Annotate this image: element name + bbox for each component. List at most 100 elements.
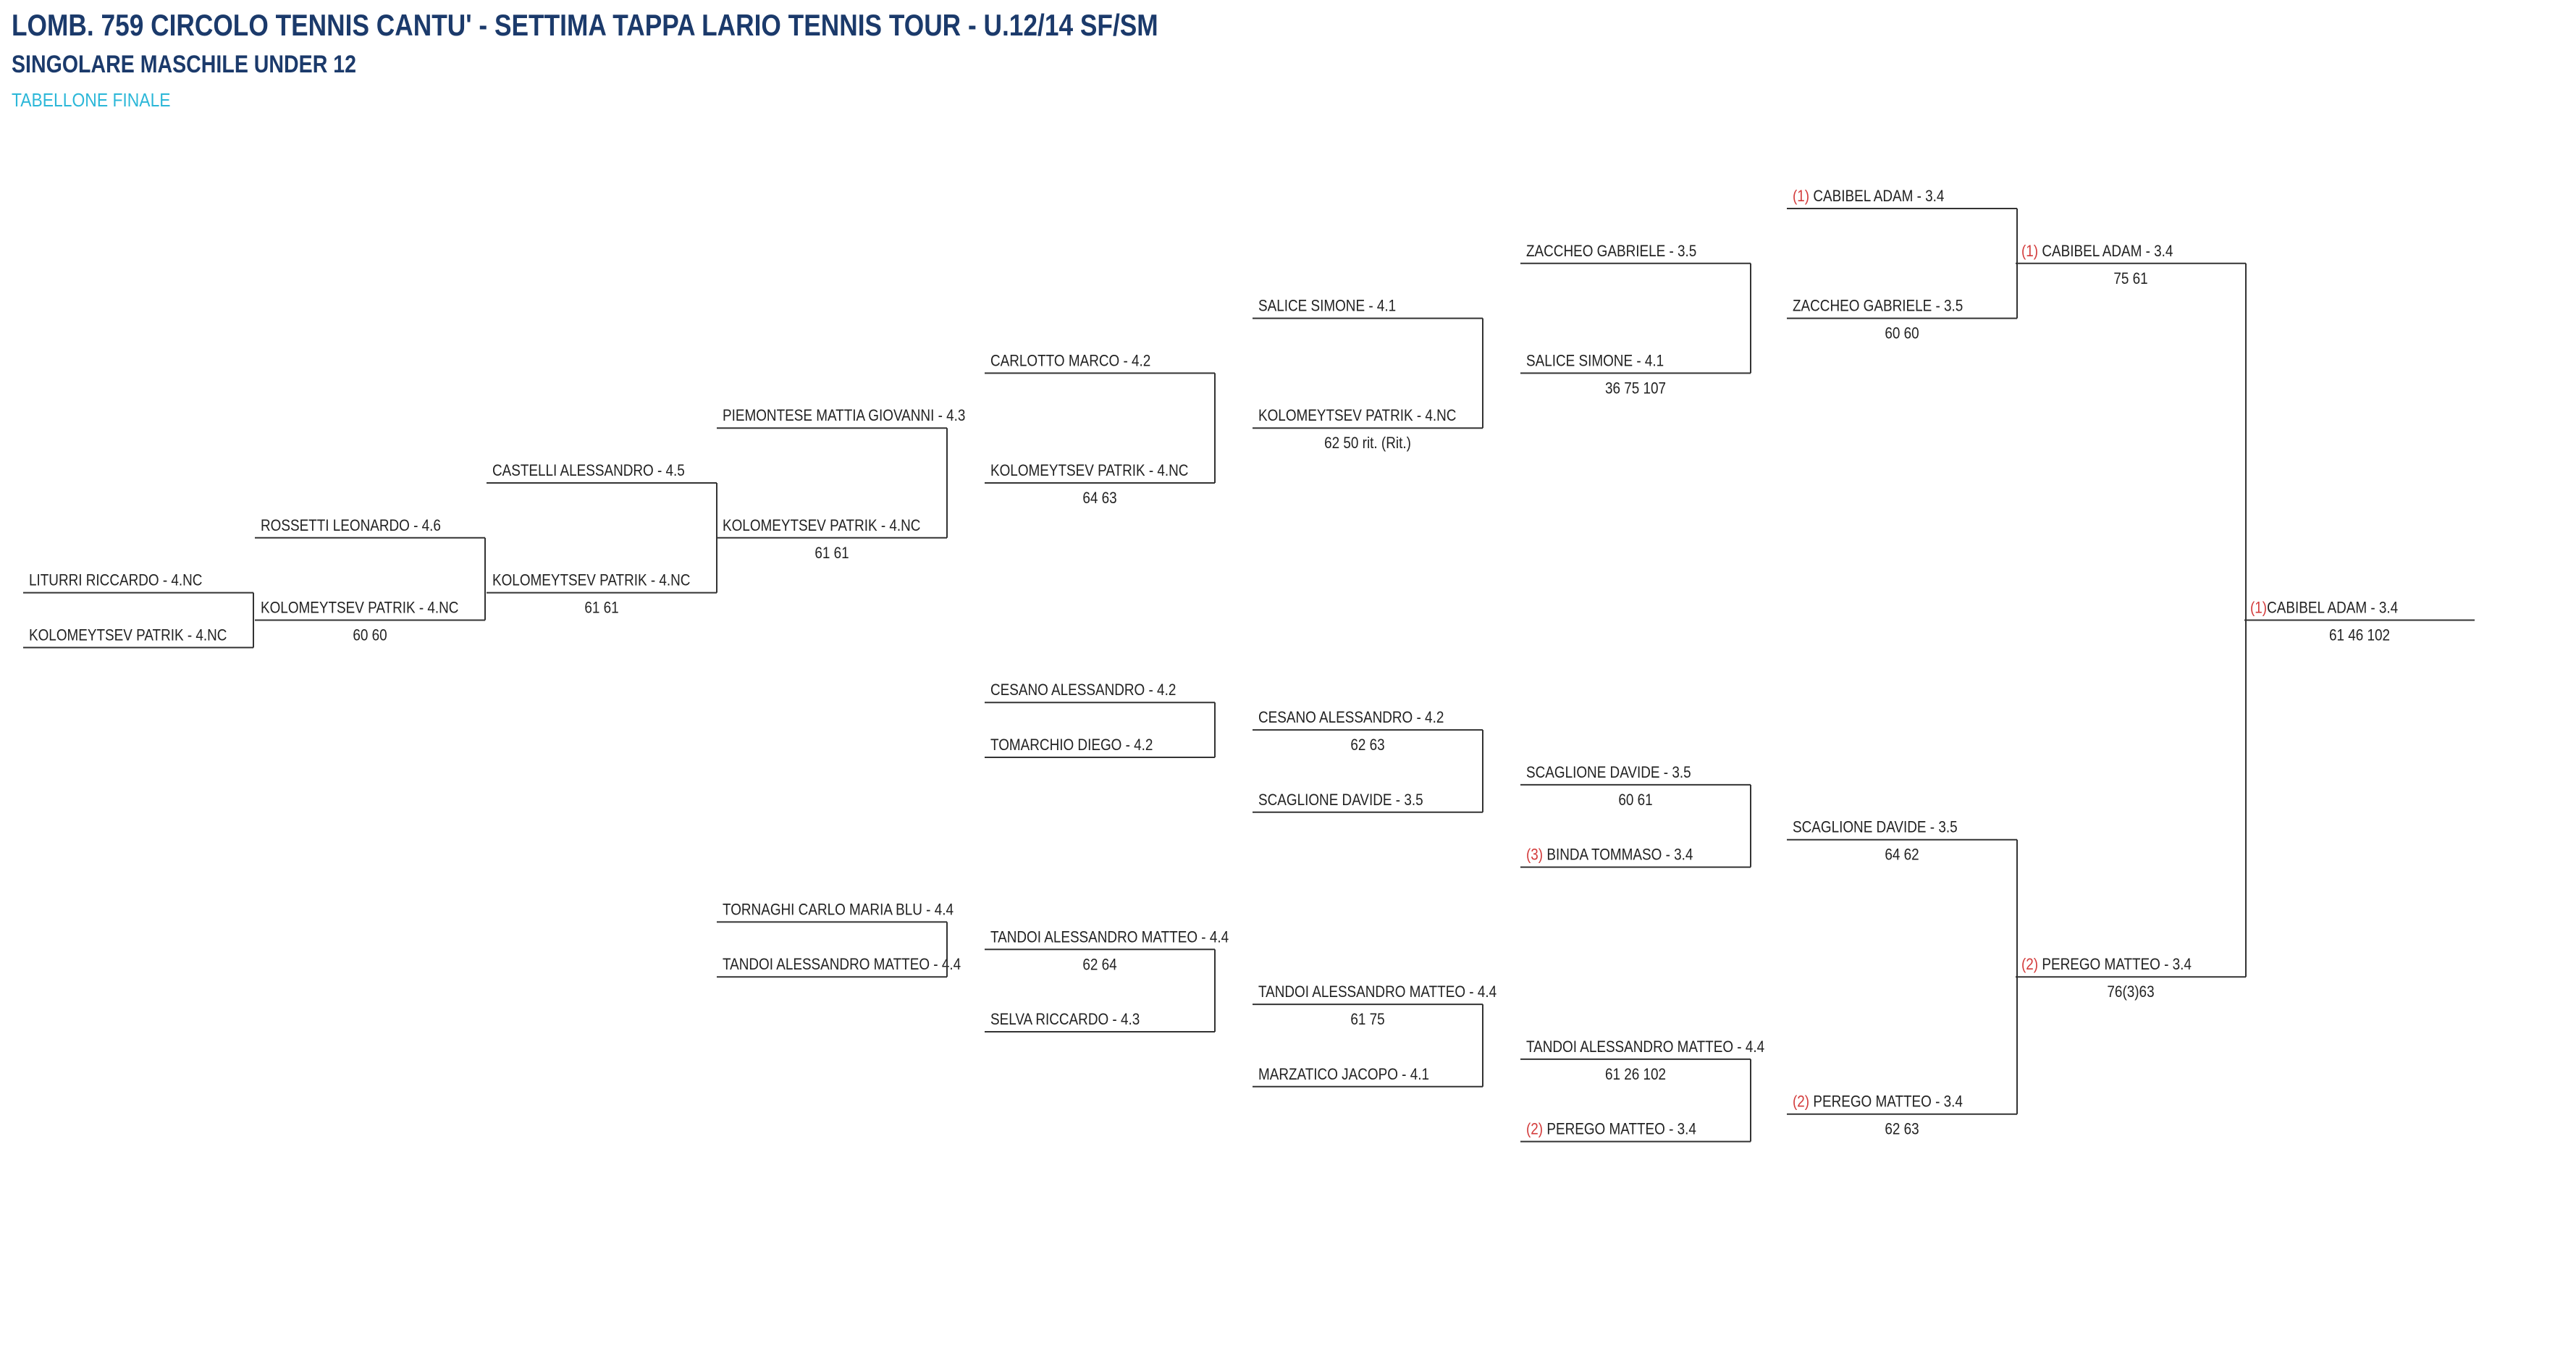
page-header: LOMB. 759 CIRCOLO TENNIS CANTU' - SETTIM… (12, 7, 1376, 112)
player-name: (1) CABIBEL ADAM - 3.4 (2021, 242, 2173, 260)
bracket-entry: ZACCHEO GABRIELE - 3.5 (1520, 242, 1751, 264)
bracket-entry: (2) PEREGO MATTEO - 3.4 (1520, 1120, 1751, 1143)
player-label: KOLOMEYTSEV PATRIK - 4.NC (492, 571, 691, 589)
svg-text:SELVA RICCARDO - 4.3: SELVA RICCARDO - 4.3 (990, 1011, 1140, 1029)
bracket-entry: MARZATICO JACOPO - 4.1 (1253, 1065, 1483, 1088)
svg-text:LITURRI RICCARDO - 4.NC: LITURRI RICCARDO - 4.NC (29, 571, 203, 589)
player-name: ZACCHEO GABRIELE - 3.5 (1793, 297, 1963, 315)
player-label: CESANO ALESSANDRO - 4.2 (990, 681, 1176, 699)
bracket-entry: TORNAGHI CARLO MARIA BLU - 4.4 (717, 901, 954, 923)
bracket-entry: TANDOI ALESSANDRO MATTEO - 4.461 26 102 (1520, 1038, 1764, 1084)
player-name: SCAGLIONE DAVIDE - 3.5 (1258, 791, 1423, 809)
svg-text:60 61: 60 61 (1618, 791, 1652, 809)
player-label: ZACCHEO GABRIELE - 3.5 (1526, 242, 1696, 260)
player-name: CESANO ALESSANDRO - 4.2 (990, 681, 1176, 699)
player-name: TANDOI ALESSANDRO MATTEO - 4.4 (990, 928, 1229, 946)
player-label: LITURRI RICCARDO - 4.NC (29, 571, 203, 589)
player-label: SCAGLIONE DAVIDE - 3.5 (1526, 764, 1691, 782)
player-label: TANDOI ALESSANDRO MATTEO - 4.4 (990, 928, 1229, 946)
bracket-entry: (1)CABIBEL ADAM - 3.4 61 46 102 (2244, 599, 2475, 644)
svg-text:CARLOTTO MARCO - 4.2: CARLOTTO MARCO - 4.2 (990, 352, 1150, 370)
player-name: KOLOMEYTSEV PATRIK - 4.NC (723, 516, 921, 534)
svg-text:64 62: 64 62 (1885, 846, 1919, 864)
player-seed: (2) (1793, 1093, 1813, 1111)
svg-text:TANDOI ALESSANDRO MATTEO - 4.4: TANDOI ALESSANDRO MATTEO - 4.4 (990, 928, 1229, 946)
svg-text:62 64: 62 64 (1082, 956, 1116, 974)
bracket-entry: CARLOTTO MARCO - 4.2 (985, 352, 1215, 374)
player-label: MARZATICO JACOPO - 4.1 (1258, 1065, 1429, 1083)
svg-text:62 50 rit. (Rit.): 62 50 rit. (Rit.) (1324, 434, 1411, 453)
player-label: PEREGO MATTEO - 3.4 (2042, 956, 2192, 974)
player-label: KOLOMEYTSEV PATRIK - 4.NC (261, 599, 459, 617)
bracket-entry: TANDOI ALESSANDRO MATTEO - 4.4 (717, 956, 961, 978)
svg-text:TORNAGHI CARLO MARIA BLU - 4.4: TORNAGHI CARLO MARIA BLU - 4.4 (723, 901, 954, 919)
match-score: 62 63 (1885, 1120, 1919, 1138)
bracket-entry: CASTELLI ALESSANDRO - 4.5 (487, 462, 717, 484)
svg-text:ZACCHEO GABRIELE - 3.5: ZACCHEO GABRIELE - 3.5 (1526, 242, 1696, 260)
player-seed: (1) (1793, 188, 1813, 206)
player-label: PIEMONTESE MATTIA GIOVANNI - 4.3 (723, 407, 965, 425)
svg-text:SALICE SIMONE - 4.1: SALICE SIMONE - 4.1 (1526, 352, 1664, 370)
match-score: 62 63 (1350, 736, 1384, 754)
svg-text:SALICE SIMONE - 4.1: SALICE SIMONE - 4.1 (1258, 297, 1396, 315)
bracket-entry: KOLOMEYTSEV PATRIK - 4.NC 61 61 (487, 571, 717, 617)
player-name: SELVA RICCARDO - 4.3 (990, 1011, 1140, 1029)
player-label: SELVA RICCARDO - 4.3 (990, 1011, 1140, 1029)
svg-text:(2) PEREGO MATTEO - 3.4: (2) PEREGO MATTEO - 3.4 (1526, 1120, 1696, 1138)
bracket-entry: SALICE SIMONE - 4.136 75 107 (1520, 352, 1751, 398)
svg-text:KOLOMEYTSEV PATRIK - 4.NC: KOLOMEYTSEV PATRIK - 4.NC (990, 462, 1189, 480)
player-label: SCAGLIONE DAVIDE - 3.5 (1258, 791, 1423, 809)
player-label: TORNAGHI CARLO MARIA BLU - 4.4 (723, 901, 954, 919)
player-label: ROSSETTI LEONARDO - 4.6 (261, 516, 441, 534)
player-name: KOLOMEYTSEV PATRIK - 4.NC (261, 599, 459, 617)
player-name: TORNAGHI CARLO MARIA BLU - 4.4 (723, 901, 954, 919)
bracket-entry: TANDOI ALESSANDRO MATTEO - 4.461 75 (1253, 983, 1497, 1028)
svg-text:61 46 102: 61 46 102 (2329, 626, 2390, 644)
svg-text:PIEMONTESE MATTIA GIOVANNI - 4: PIEMONTESE MATTIA GIOVANNI - 4.3 (723, 407, 965, 425)
player-label: KOLOMEYTSEV PATRIK - 4.NC (990, 462, 1189, 480)
svg-text:61 26 102: 61 26 102 (1605, 1066, 1666, 1084)
player-label: KOLOMEYTSEV PATRIK - 4.NC (29, 626, 227, 644)
svg-text:76(3)63: 76(3)63 (2107, 983, 2154, 1001)
match-score: 61 46 102 (2329, 626, 2390, 644)
player-label: SALICE SIMONE - 4.1 (1258, 297, 1396, 315)
svg-text:61 61: 61 61 (584, 599, 618, 617)
svg-text:62 63: 62 63 (1885, 1120, 1919, 1138)
svg-text:ZACCHEO GABRIELE - 3.5: ZACCHEO GABRIELE - 3.5 (1793, 297, 1963, 315)
player-label: SALICE SIMONE - 4.1 (1526, 352, 1664, 370)
player-name: (1)CABIBEL ADAM - 3.4 (2250, 599, 2398, 617)
match-score: 61 61 (815, 544, 849, 562)
player-label: TANDOI ALESSANDRO MATTEO - 4.4 (723, 956, 961, 974)
bracket-entry: KOLOMEYTSEV PATRIK - 4.NC 61 61 (717, 516, 947, 562)
player-label: CABIBEL ADAM - 3.4 (2267, 599, 2398, 617)
svg-text:KOLOMEYTSEV PATRIK - 4.NC: KOLOMEYTSEV PATRIK - 4.NC (492, 571, 691, 589)
bracket-entry: CESANO ALESSANDRO - 4.2 62 63 (1253, 709, 1483, 754)
bracket-entry: CESANO ALESSANDRO - 4.2 (985, 681, 1215, 704)
player-name: SALICE SIMONE - 4.1 (1258, 297, 1396, 315)
svg-text:MARZATICO JACOPO - 4.1: MARZATICO JACOPO - 4.1 (1258, 1065, 1429, 1083)
player-label: CESANO ALESSANDRO - 4.2 (1258, 709, 1444, 727)
player-name: CESANO ALESSANDRO - 4.2 (1258, 709, 1444, 727)
player-name: (2) PEREGO MATTEO - 3.4 (1793, 1093, 1963, 1111)
bracket-entry: TANDOI ALESSANDRO MATTEO - 4.4 62 64 (985, 928, 1229, 974)
player-seed: (1) (2250, 599, 2267, 617)
player-label: KOLOMEYTSEV PATRIK - 4.NC (723, 516, 921, 534)
bracket-entry: SCAGLIONE DAVIDE - 3.5 60 61 (1520, 764, 1751, 809)
svg-text:(1)CABIBEL ADAM - 3.4: (1)CABIBEL ADAM - 3.4 (2250, 599, 2398, 617)
svg-text:SCAGLIONE DAVIDE - 3.5: SCAGLIONE DAVIDE - 3.5 (1526, 764, 1691, 782)
player-label: CABIBEL ADAM - 3.4 (2042, 242, 2173, 260)
player-name: MARZATICO JACOPO - 4.1 (1258, 1065, 1429, 1083)
match-score: 61 61 (584, 599, 618, 617)
match-score: 60 60 (1885, 324, 1919, 342)
player-name: SALICE SIMONE - 4.1 (1526, 352, 1664, 370)
svg-text:KOLOMEYTSEV PATRIK - 4.NC: KOLOMEYTSEV PATRIK - 4.NC (261, 599, 459, 617)
bracket-entry: TOMARCHIO DIEGO - 4.2 (985, 736, 1215, 758)
svg-text:TANDOI ALESSANDRO MATTEO - 4.4: TANDOI ALESSANDRO MATTEO - 4.4 (1258, 983, 1497, 1001)
bracket-entry: (2) PEREGO MATTEO - 3.4 62 63 (1787, 1093, 2017, 1138)
svg-text:CESANO ALESSANDRO - 4.2: CESANO ALESSANDRO - 4.2 (990, 681, 1176, 699)
player-name: CASTELLI ALESSANDRO - 4.5 (492, 462, 685, 480)
svg-text:60 60: 60 60 (353, 626, 387, 644)
svg-text:(1) CABIBEL ADAM - 3.4: (1) CABIBEL ADAM - 3.4 (1793, 188, 1944, 206)
svg-text:CESANO ALESSANDRO - 4.2: CESANO ALESSANDRO - 4.2 (1258, 709, 1444, 727)
